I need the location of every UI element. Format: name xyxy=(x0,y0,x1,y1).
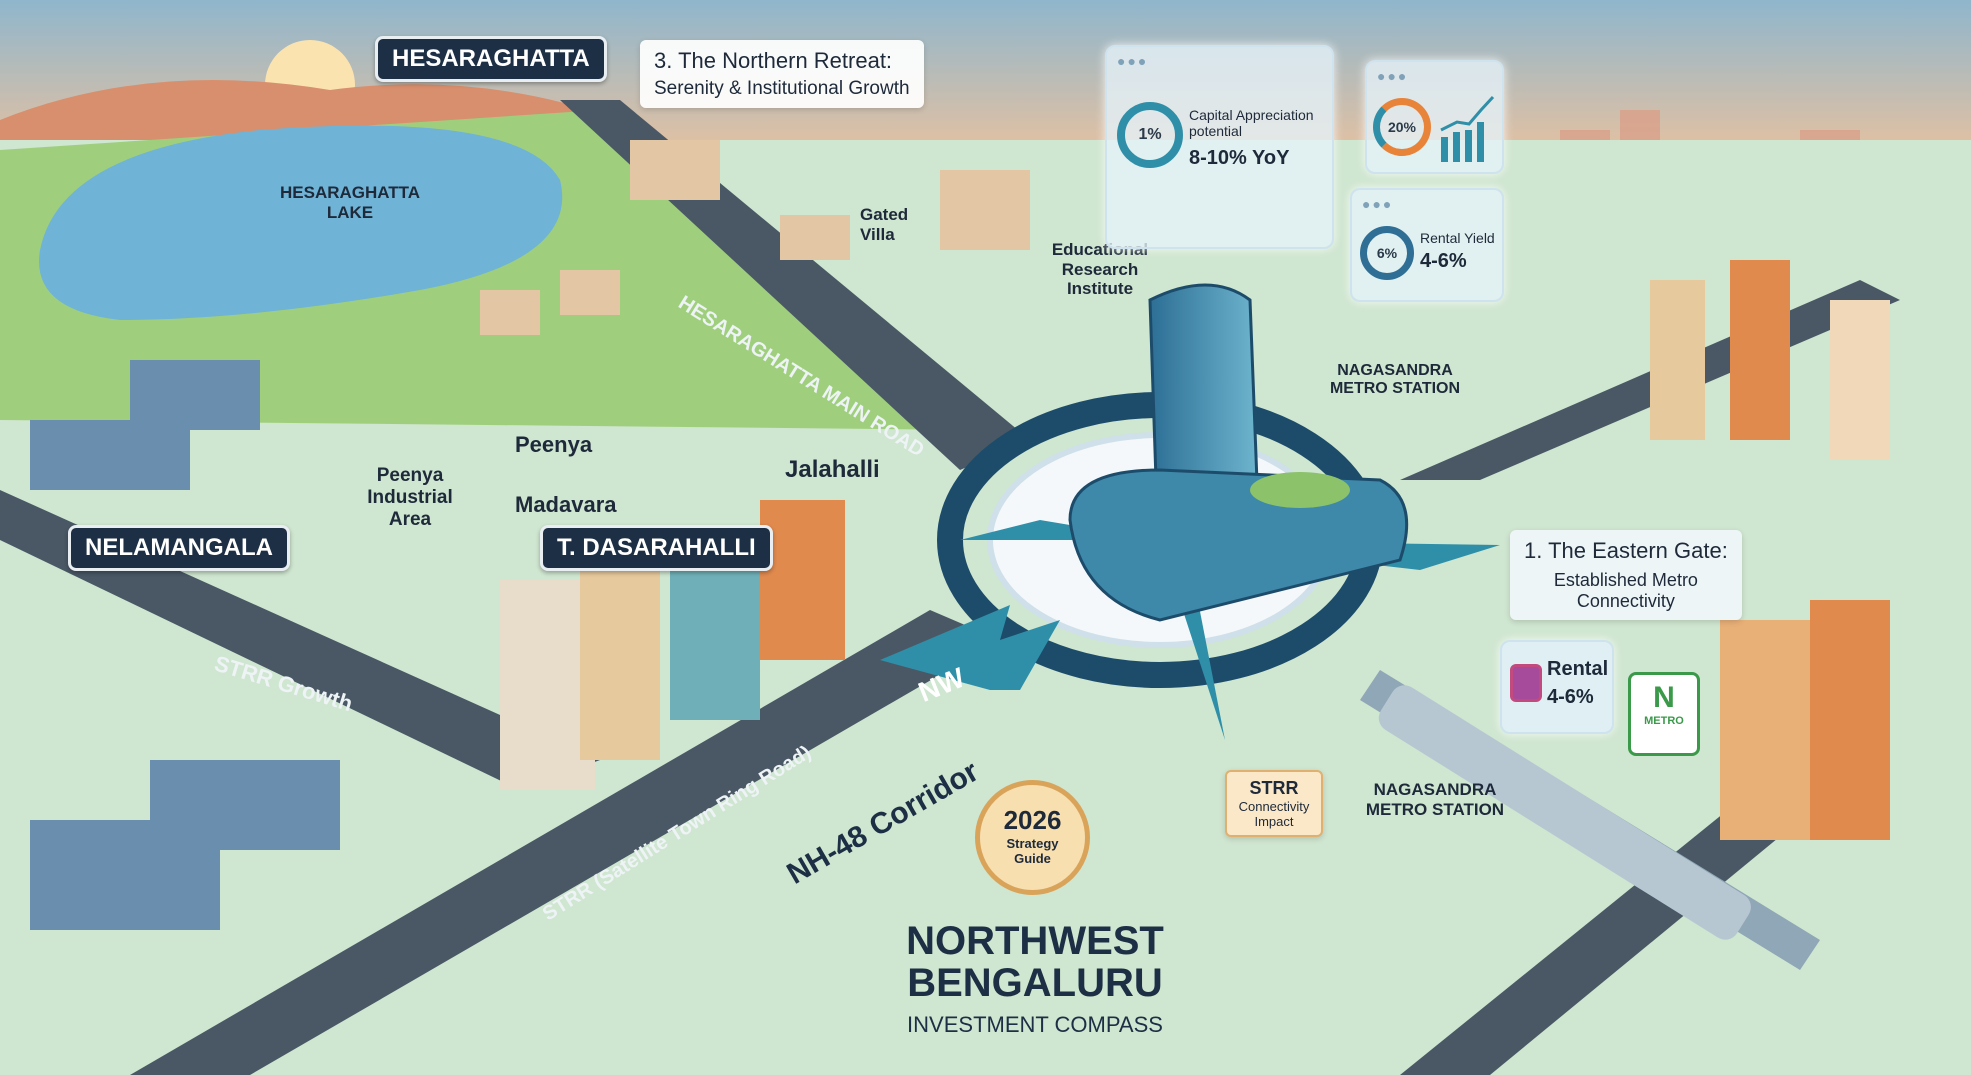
eastern-subtitle-2: Connectivity xyxy=(1576,591,1675,611)
industrial-sheds xyxy=(30,360,340,930)
capital-value: 8-10% YoY xyxy=(1189,147,1290,169)
eastern-title: 1. The Eastern Gate: xyxy=(1524,538,1728,563)
title-line1: NORTHWEST xyxy=(906,919,1164,963)
label-nagasandra-bottom: NAGASANDRA METRO STATION xyxy=(1350,780,1520,819)
strr-impact-line1: STRR xyxy=(1249,778,1299,798)
badge-year: 2026 xyxy=(1003,805,1062,835)
callout-strr-impact: STRR Connectivity Impact xyxy=(1225,770,1323,837)
badge-line1: Strategy xyxy=(1006,836,1059,851)
rental-card-value: 4-6% xyxy=(1547,686,1594,708)
nagasandra-top-line2: METRO STATION xyxy=(1329,380,1461,398)
label-peenya: Peenya xyxy=(515,432,593,457)
metro-train xyxy=(1378,685,1751,940)
lake-line1: HESARAGHATTA xyxy=(280,183,421,202)
nagasandra-bottom-line2: METRO STATION xyxy=(1365,799,1505,819)
rental-card-label: Rental xyxy=(1547,658,1609,680)
rental-yield-value: 4-6% xyxy=(1420,250,1467,272)
window-dots-icon: ●●● xyxy=(1377,68,1409,84)
metro-logo-text: METRO xyxy=(1644,715,1684,727)
label-nelamangala: NELAMANGALA xyxy=(68,525,290,571)
window-dots-icon: ●●● xyxy=(1117,53,1149,69)
window-dots-icon: ●●● xyxy=(1362,196,1394,212)
strr-impact-line3: Impact xyxy=(1254,814,1294,829)
capital-label-line2: potential xyxy=(1189,123,1242,139)
apartment-towers xyxy=(500,260,1890,840)
northern-title: 3. The Northern Retreat: xyxy=(654,48,893,73)
panel-capital-appreciation: ●●● 1% Capital Appreciation potential 8-… xyxy=(1105,45,1334,249)
panel-rental-card: Rental 4-6% xyxy=(1500,640,1614,734)
callout-northern-retreat: 3. The Northern Retreat: Serenity & Inst… xyxy=(640,40,924,108)
eastern-subtitle-1: Established Metro xyxy=(1553,570,1698,590)
callout-eastern-gate: 1. The Eastern Gate: Established Metro C… xyxy=(1510,530,1742,620)
capital-label-line1: Capital Appreciation xyxy=(1189,107,1314,123)
label-hesaraghatta: HESARAGHATTA xyxy=(375,36,607,82)
title-line2: BENGALURU xyxy=(907,961,1163,1005)
donut-rental: 6% xyxy=(1360,226,1414,280)
nagasandra-bottom-line1: NAGASANDRA xyxy=(1373,780,1497,799)
edu-line3: Institute xyxy=(1066,279,1134,299)
peenya-ind-line3: Area xyxy=(388,508,432,530)
capital-label: Capital Appreciation potential xyxy=(1189,107,1314,139)
badge-line2: Guide xyxy=(1014,851,1051,866)
hesaraghatta-lake xyxy=(39,125,563,320)
title-line3: INVESTMENT COMPASS xyxy=(907,1012,1163,1037)
page-title: NORTHWEST BENGALURU INVESTMENT COMPASS xyxy=(880,920,1190,1038)
panel-rental-yield: ●●● 6% Rental Yield 4-6% xyxy=(1350,188,1504,302)
panel-growth: ●●● 20% xyxy=(1365,60,1504,174)
peenya-ind-line2: Industrial xyxy=(367,486,453,508)
road-strr-main xyxy=(130,610,1000,1075)
central-tower xyxy=(1068,283,1409,622)
gated-villa-line1: Gated xyxy=(860,205,909,224)
label-madavara: Madavara xyxy=(515,492,617,517)
label-nagasandra-top: NAGASANDRA METRO STATION xyxy=(1315,362,1475,399)
gated-villa-line2: Villa xyxy=(860,224,895,244)
bar-chart-icon xyxy=(1440,95,1495,162)
villas xyxy=(480,140,1030,335)
donut-growth: 20% xyxy=(1373,98,1431,156)
label-peenya-industrial: Peenya Industrial Area xyxy=(350,465,470,531)
nw-arrow xyxy=(880,605,1060,690)
northern-subtitle: Serenity & Institutional Growth xyxy=(654,78,910,99)
lake-line2: LAKE xyxy=(326,202,374,222)
peenya-ind-line1: Peenya xyxy=(376,465,444,486)
edu-line2: Research xyxy=(1061,259,1139,279)
strr-impact-line2: Connectivity xyxy=(1238,799,1310,814)
donut-capital: 1% xyxy=(1117,102,1183,168)
rental-yield-label: Rental Yield xyxy=(1420,230,1495,246)
nagasandra-top-line1: NAGASANDRA xyxy=(1337,362,1453,379)
metro-logo-mark: N xyxy=(1653,681,1675,714)
label-gated-villa: Gated Villa xyxy=(860,205,908,244)
badge-2026-strategy-guide: 2026 Strategy Guide xyxy=(975,780,1090,895)
label-hesaraghatta-lake: HESARAGHATTA LAKE xyxy=(280,183,420,222)
bus-icon xyxy=(1510,664,1542,702)
label-t-dasarahalli: T. DASARAHALLI xyxy=(540,525,773,571)
label-jalahalli: Jalahalli xyxy=(785,456,880,483)
metro-logo: N METRO xyxy=(1628,672,1700,756)
